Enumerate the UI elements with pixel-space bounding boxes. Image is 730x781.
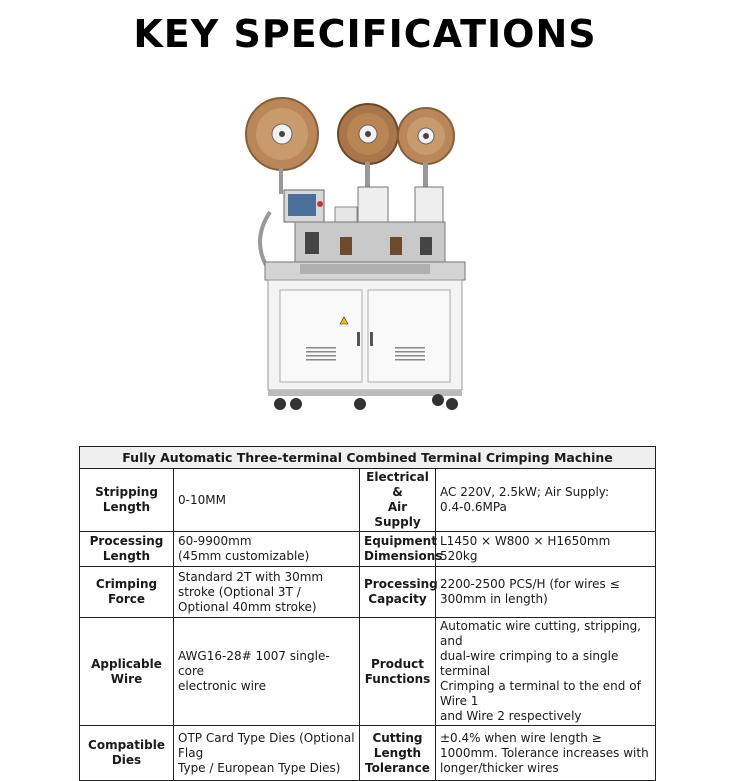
electrical-air-supply-value: AC 220V, 2.5kW; Air Supply: 0.4-0.6MPa: [434, 468, 657, 532]
table-title: Fully Automatic Three-terminal Combined …: [78, 446, 657, 469]
machine-photo: [245, 97, 466, 410]
stripping-length-value: 0-10MM: [173, 468, 360, 532]
reel-middle: [337, 103, 399, 165]
processing-capacity-label: Processing Capacity: [359, 566, 438, 618]
spec-table: Fully Automatic Three-terminal Combined …: [78, 446, 657, 781]
processing-length-value: 60-9900mm (45mm customizable): [173, 531, 360, 567]
table-row: Processing Length 60-9900mm (45mm custom…: [79, 531, 657, 567]
stripping-length-label: Stripping Length: [79, 468, 174, 532]
equipment-dimensions-value: L1450 × W800 × H1650mm 520kg: [434, 531, 657, 567]
electrical-air-supply-label: Electrical & Air Supply: [359, 468, 436, 532]
table-row: Compatible Dies OTP Card Type Dies (Opti…: [79, 725, 657, 781]
control-screen: [283, 189, 325, 223]
equipment-dimensions-label: Equipment Dimensions: [359, 531, 442, 567]
product-functions-value: Automatic wire cutting, stripping, and d…: [434, 617, 657, 726]
cabinet: [267, 279, 463, 391]
table-row: Crimping Force Standard 2T with 30mm str…: [79, 566, 657, 618]
compatible-dies-label: Compatible Dies: [79, 725, 174, 781]
table-row: Applicable Wire AWG16-28# 1007 single-co…: [79, 617, 657, 726]
crimping-force-label: Crimping Force: [79, 566, 174, 618]
compatible-dies-value: OTP Card Type Dies (Optional Flag Type /…: [173, 725, 360, 781]
applicable-wire-value: AWG16-28# 1007 single-core electronic wi…: [173, 617, 360, 726]
table-row: Stripping Length 0-10MM Electrical & Air…: [79, 468, 657, 532]
cutting-length-tolerance-value: ±0.4% when wire length ≥ 1000mm. Toleran…: [434, 725, 657, 781]
product-functions-label: Product Functions: [359, 617, 436, 726]
processing-length-label: Processing Length: [79, 531, 174, 567]
processing-capacity-value: 2200-2500 PCS/H (for wires ≤ 300mm in le…: [434, 566, 657, 618]
crimping-force-value: Standard 2T with 30mm stroke (Optional 3…: [173, 566, 360, 618]
reel-right: [397, 107, 455, 165]
page-title: KEY SPECIFICATIONS: [133, 12, 597, 56]
cutting-length-tolerance-label: Cutting Length Tolerance: [359, 725, 436, 781]
reel-left: [245, 97, 319, 171]
applicable-wire-label: Applicable Wire: [79, 617, 174, 726]
